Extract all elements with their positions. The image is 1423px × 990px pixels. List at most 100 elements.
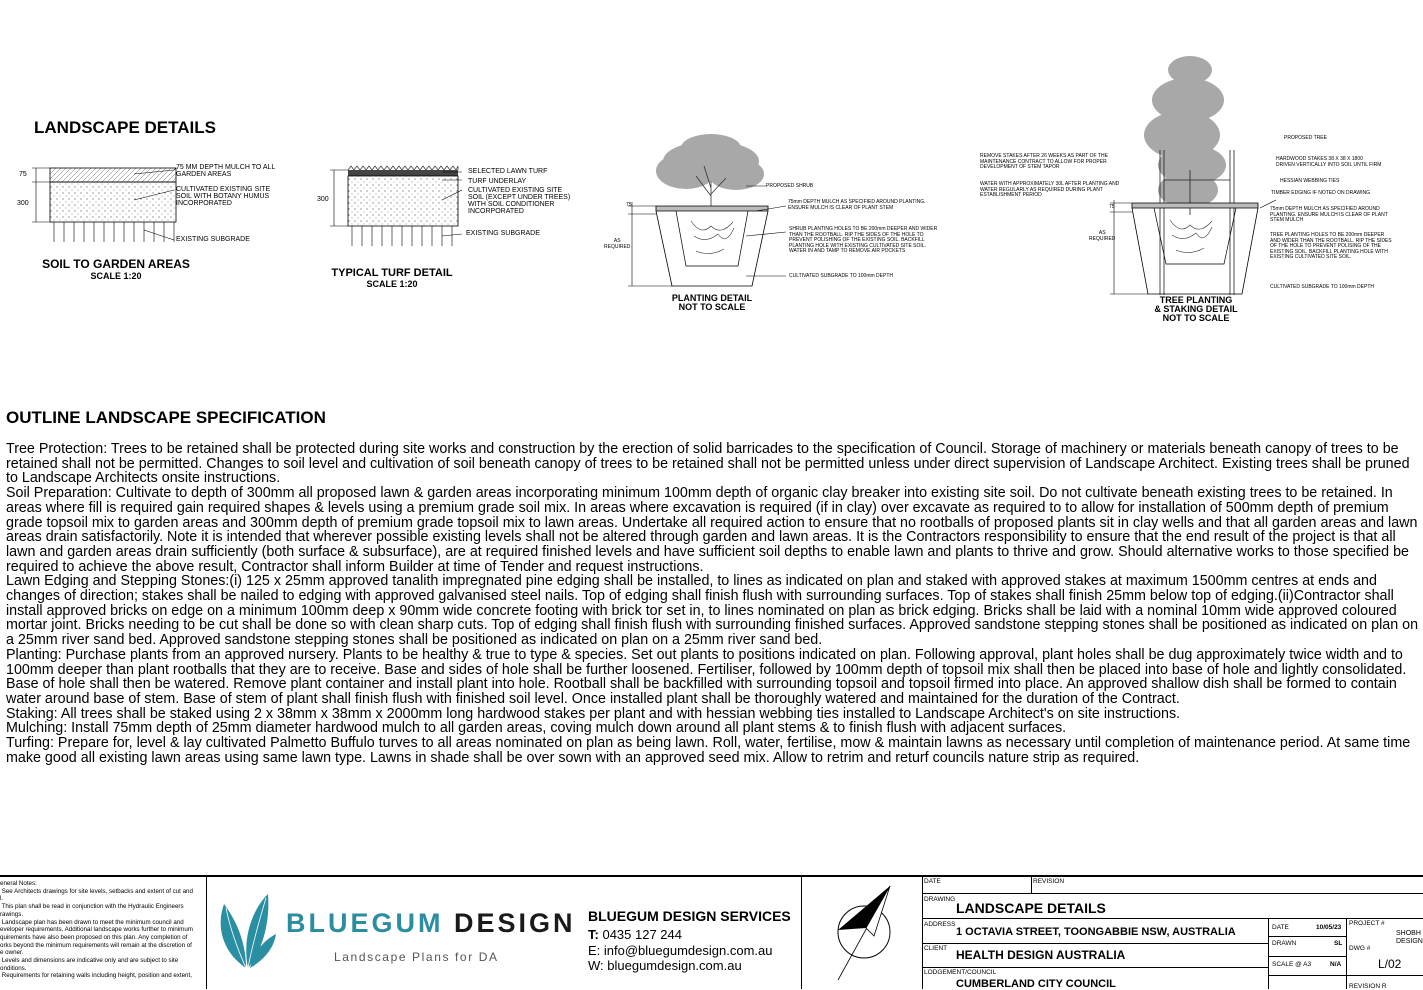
planting-detail-scale: NOT TO SCALE <box>678 302 746 312</box>
tree-detail-scale: NOT TO SCALE <box>1162 313 1230 323</box>
tree-label-timber-edging: TIMBER EDGING IF NOTED ON DRAWING <box>1271 190 1370 196</box>
tree-detail-title2: & STAKING DETAIL <box>1154 304 1238 314</box>
tree-label-hessian: HESSIAN WEBBING TIES <box>1280 178 1340 184</box>
turf-label-underlay: TURF UNDERLAY <box>468 178 527 185</box>
services-web[interactable]: W: bluegumdesign.com.au <box>588 958 742 973</box>
spec-planting: Planting: Purchase plants from an approv… <box>6 646 1407 707</box>
drawing-label: DRAWING <box>924 896 956 903</box>
divider <box>1031 877 1032 893</box>
planting-label-shrub: PROPOSED SHRUB <box>766 183 814 189</box>
soil-label-subgrade: EXISTING SUBGRADE <box>176 236 250 243</box>
services-email[interactable]: E: info@bluegumdesign.com.au <box>588 943 773 958</box>
planting-label-subgrade: CULTIVATED SUBGRADE TO 100mm DEPTH <box>789 273 894 279</box>
divider <box>922 943 1268 944</box>
scale-value: N/A <box>1330 961 1342 968</box>
planting-detail-drawing <box>628 134 786 287</box>
general-notes: eneral Notes: See Architects drawings fo… <box>0 880 193 980</box>
divider <box>206 877 207 989</box>
north-arrow-icon <box>837 885 891 981</box>
council-label: LODGEMENT/COUNCIL <box>924 969 997 976</box>
soil-dim-300: 300 <box>17 200 29 207</box>
drawing-title: LANDSCAPE DETAILS <box>956 900 1106 916</box>
planting-dim-as-required: AS REQUIRED <box>604 238 631 250</box>
divider <box>1268 918 1269 989</box>
drawn-label: DRAWN <box>1272 940 1297 947</box>
tree-label-mulch: 75mm DEPTH MULCH AS SPECIFIED AROUND PLA… <box>1270 206 1388 223</box>
brand-name-a: BLUEGUM <box>286 908 444 938</box>
date2-value: 10/05/23 <box>1316 924 1342 931</box>
dwg-value: L/02 <box>1378 957 1402 971</box>
client-value: HEALTH DESIGN AUSTRALIA <box>956 948 1126 962</box>
turf-detail-title: TYPICAL TURF DETAIL <box>331 267 453 279</box>
spec-staking: Staking: All trees shall be staked using… <box>6 705 1181 722</box>
brand-name-b: DESIGN <box>454 908 576 938</box>
soil-detail-title: SOIL TO GARDEN AREAS <box>42 257 190 271</box>
details-heading: LANDSCAPE DETAILS <box>34 118 216 137</box>
planting-label-mulch: 75mm DEPTH MULCH AS SPECIFIED AROUND PLA… <box>788 199 926 211</box>
brand-name: BLUEGUM DESIGN <box>286 908 576 939</box>
soil-detail-scale: SCALE 1:20 <box>90 271 142 281</box>
services-phone-label: T: <box>588 927 599 942</box>
tree-dim-75: 75 <box>1109 204 1115 210</box>
divider <box>1268 936 1346 937</box>
tree-label-holes: TREE PLANTING HOLES TO BE 200mm DEEPER A… <box>1270 232 1392 260</box>
address-value: 1 OCTAVIA STREET, TOONGABBIE NSW, AUSTRA… <box>956 926 1236 938</box>
brand-tagline: Landscape Plans for DA <box>334 950 499 964</box>
turf-label-subgrade: EXISTING SUBGRADE <box>466 230 540 237</box>
tree-detail-drawing <box>1110 56 1277 295</box>
spec-lawn-edging: Lawn Edging and Stepping Stones:(i) 125 … <box>6 573 1419 649</box>
services-phone[interactable]: T: 0435 127 244 <box>588 927 682 942</box>
drawn-value: SL <box>1334 940 1343 947</box>
spec-heading: OUTLINE LANDSCAPE SPECIFICATION <box>6 408 326 427</box>
soil-detail-drawing <box>32 167 177 242</box>
divider <box>1268 956 1346 957</box>
soil-detail-caption: SOIL TO GARDEN AREAS SCALE 1:20 <box>34 257 198 282</box>
turf-detail-caption: TYPICAL TURF DETAIL SCALE 1:20 <box>322 268 462 290</box>
tree-detail-title: TREE PLANTING <box>1159 295 1233 305</box>
tree-label-proposed-tree: PROPOSED TREE <box>1284 135 1327 141</box>
tree-detail-caption: TREE PLANTING & STAKING DETAIL NOT TO SC… <box>1140 296 1252 323</box>
soil-dim-75: 75 <box>19 171 27 178</box>
planting-detail-caption: PLANTING DETAIL NOT TO SCALE <box>654 294 770 312</box>
client-label: CLIENT <box>924 945 948 952</box>
turf-dim-300: 300 <box>317 196 329 203</box>
scale-label: SCALE @ A3 <box>1272 961 1312 968</box>
services-phone-number: 0435 127 244 <box>602 927 682 942</box>
divider <box>922 918 1423 919</box>
dwg-label: DWG # <box>1349 945 1371 952</box>
revision-label: REVISION <box>1033 878 1065 885</box>
soil-label-cultivated: CULTIVATED EXISTING SITE SOIL WITH BOTAN… <box>176 186 271 207</box>
services-title: BLUEGUM DESIGN SERVICES <box>588 908 791 924</box>
divider <box>922 967 1268 968</box>
divider <box>1268 975 1423 976</box>
planting-detail-title: PLANTING DETAIL <box>671 293 753 303</box>
planting-dim-75: 75 <box>626 202 632 208</box>
spec-tree-protection: Tree Protection: Trees to be retained sh… <box>6 441 1410 487</box>
divider <box>922 877 923 989</box>
soil-label-mulch: 75 MM DEPTH MULCH TO ALL GARDEN AREAS <box>176 164 276 178</box>
spec-soil-preparation: Soil Preparation: Cultivate to depth of … <box>6 485 1418 575</box>
turf-detail-drawing <box>330 165 463 246</box>
tree-label-remove-stakes: REMOVE STAKES AFTER 26 WEEKS AS PART OF … <box>980 153 1108 170</box>
tree-label-subgrade: CULTIVATED SUBGRADE TO 100mm DEPTH <box>1270 284 1375 290</box>
date2-label: DATE <box>1272 924 1289 931</box>
turf-label-selected: SELECTED LAWN TURF <box>468 168 548 175</box>
tree-dim-as-required: AS REQUIRED <box>1089 230 1116 242</box>
spec-turfing: Turfing: Prepare for, level & lay cultiv… <box>6 735 1411 766</box>
council-value: CUMBERLAND CITY COUNCIL <box>956 978 1116 990</box>
turf-detail-scale: SCALE 1:20 <box>366 279 418 289</box>
date-label: DATE <box>924 878 941 885</box>
project-label: PROJECT # <box>1349 920 1385 927</box>
spec-body: Tree Protection: Trees to be retained sh… <box>6 441 1420 766</box>
project-value: SHOBH DESIGN <box>1396 930 1423 945</box>
address-label: ADDRESS <box>924 921 956 928</box>
title-block-top-border <box>0 875 1423 877</box>
divider <box>922 893 1423 894</box>
planting-label-holes: SHRUB PLANTING HOLES TO BE 200mm DEEPER … <box>789 226 938 254</box>
tree-label-stakes: HARDWOOD STAKES 38 X 38 X 1800 DRIVEN VE… <box>1276 156 1382 168</box>
revision2-label: REVISION R <box>1349 983 1387 990</box>
divider <box>801 877 802 989</box>
tree-label-water: WATER WITH APPROXIMATELY 30L AFTER PLANT… <box>980 181 1120 198</box>
divider <box>1346 918 1347 989</box>
eucalyptus-leaf-logo-icon <box>220 894 276 969</box>
